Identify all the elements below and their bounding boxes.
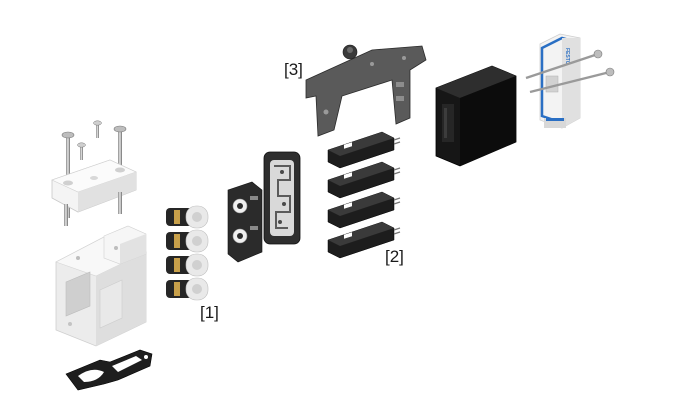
end-cap-pins [525, 49, 615, 94]
logo-text: FESTO [564, 48, 570, 65]
coil-modules [327, 131, 401, 259]
callout-2-label: [2] [385, 247, 404, 266]
cartridge-3 [166, 253, 209, 277]
piston-cartridges [166, 205, 209, 301]
gasket [65, 349, 153, 391]
mounting-plate-assembly [51, 120, 137, 226]
small-screw-left [77, 142, 86, 160]
bracket [305, 44, 427, 137]
cartridge-2 [166, 229, 209, 253]
coil-module-2 [327, 161, 401, 199]
coil-module-1 [327, 131, 401, 169]
cartridge-4 [166, 277, 209, 301]
coil-module-4 [327, 221, 401, 259]
valve-body [227, 181, 263, 263]
small-screw-top [93, 120, 102, 138]
coil-module-3 [327, 191, 401, 229]
cartridge-1 [166, 205, 209, 229]
mounting-plate [51, 159, 137, 213]
black-block [435, 65, 517, 167]
end-cap: FESTO [525, 33, 615, 129]
valve-plate [263, 151, 301, 245]
callout-1-label: [1] [200, 303, 219, 322]
callout-3-label: [3] [284, 60, 303, 79]
main-housing [55, 225, 147, 347]
